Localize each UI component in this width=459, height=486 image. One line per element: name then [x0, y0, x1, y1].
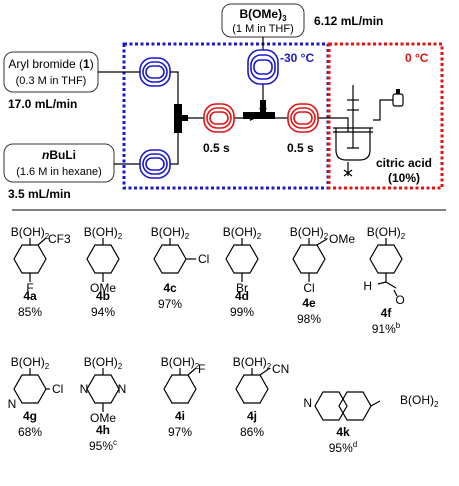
ring-4c — [153, 244, 187, 274]
substituent-label: OMe — [90, 411, 116, 425]
boronic-acid-label: B(OH)2 — [290, 225, 329, 241]
ring-4f — [369, 244, 403, 274]
substituent-label: Cl — [198, 252, 209, 266]
substituent-label: Cl — [52, 382, 63, 396]
compound-id: 4b — [96, 289, 110, 303]
reagent-nbuli: nBuLi (1.6 M in hexane) — [3, 143, 115, 183]
substituent-label: Cl — [303, 281, 314, 295]
ring-4i — [163, 374, 197, 404]
quench-zone-label: 0 °C — [405, 51, 429, 65]
compound-yield: 85% — [18, 305, 42, 319]
svg-text:(1.6 M in hexane): (1.6 M in hexane) — [16, 166, 102, 178]
compound-yield: 91%b — [372, 321, 401, 336]
compound-yield: 95%d — [329, 440, 357, 455]
mixer-2 — [243, 112, 275, 119]
ring-4k-b — [338, 391, 372, 421]
boronic-acid-label: B(OH)2 — [84, 225, 123, 241]
boronic-acid-label: B(OH)2 — [11, 225, 50, 241]
compound-yield: 97% — [168, 425, 192, 439]
reagent-aryl-bromide: Aryl bromide (1) (0.3 M in THF) — [3, 51, 99, 93]
yield-footnote: d — [353, 440, 357, 449]
ring-4h — [86, 374, 120, 404]
quench-flask — [333, 85, 396, 177]
residence-coil-1 — [203, 103, 235, 133]
boronic-acid-label: B(OH)2 — [84, 355, 123, 371]
substituent-label: N — [80, 382, 89, 396]
boronic-acid-label: B(OH)2 — [223, 225, 262, 241]
compound-yield: 94% — [91, 305, 115, 319]
cold-zone-label: -30 °C — [280, 51, 314, 65]
compound-id: 4d — [235, 289, 249, 303]
ring-4g — [13, 374, 47, 404]
residence-time-1: 0.5 s — [203, 141, 230, 155]
svg-text:Aryl bromide (1): Aryl bromide (1) — [8, 57, 93, 71]
coil-borate — [247, 49, 279, 85]
ring-4e — [292, 244, 326, 274]
product-labels: B(OH)2CF3F4a85%B(OH)2OMe4b94%B(OH)2Cl4c9… — [8, 225, 439, 455]
compound-id: 4c — [163, 281, 177, 295]
compound-yield: 99% — [230, 305, 254, 319]
svg-text:B(OMe)3: B(OMe)3 — [239, 7, 287, 23]
mixer-1-outlet — [178, 115, 188, 121]
boronic-acid-label: B(OH)2 — [400, 393, 439, 409]
compound-yield: 98% — [297, 312, 321, 326]
boronic-acid-label: B(OH)2 — [151, 225, 190, 241]
mixer-2-inlet — [260, 100, 266, 114]
quench-label-line2: (10%) — [388, 171, 420, 185]
substituent-label: O — [395, 293, 404, 307]
boronic-acid-label: B(OH)2 — [367, 225, 406, 241]
substituent-label: F — [26, 281, 33, 295]
compound-id: 4i — [175, 409, 185, 423]
compound-id: 4f — [381, 306, 393, 320]
yield-footnote: b — [396, 321, 401, 330]
compound-id: 4e — [302, 296, 316, 310]
substituent-label: CF3 — [48, 232, 71, 246]
compound-yield: 86% — [240, 425, 264, 439]
compound-yield: 95%c — [89, 438, 117, 453]
ring-4b — [86, 244, 120, 274]
product-structures — [13, 237, 403, 421]
boronic-acid-label: B(OH)2 — [161, 355, 200, 371]
ring-4j — [235, 374, 269, 404]
substituent-label: F — [198, 362, 205, 376]
svg-text:nBuLi: nBuLi — [42, 148, 76, 162]
substituent-label: OMe — [329, 232, 355, 246]
coil-nbuli — [139, 149, 171, 179]
ring-4k-a — [314, 391, 348, 421]
boronic-acid-label: B(OH)2 — [233, 355, 272, 371]
substituent-label: N — [303, 396, 312, 410]
reagent-trimethyl-borate: B(OMe)3 (1 M in THF) — [221, 3, 305, 38]
aryl-flow-rate: 17.0 mL/min — [8, 97, 77, 111]
nbuli-flow-rate: 3.5 mL/min — [8, 187, 71, 201]
residence-coil-2 — [287, 103, 319, 133]
substituent-label: N — [8, 397, 17, 411]
coil-aryl — [139, 57, 171, 87]
boronic-acid-label: B(OH)2 — [11, 355, 50, 371]
residence-time-2: 0.5 s — [287, 141, 314, 155]
substituent-label: CN — [272, 362, 289, 376]
quench-label-line1: citric acid — [376, 156, 432, 170]
substituent-label: Br — [236, 281, 248, 295]
substituent-label: OMe — [90, 281, 116, 295]
yield-footnote: c — [113, 438, 117, 447]
gas-cylinder — [392, 93, 404, 107]
compound-id: 4k — [336, 425, 350, 439]
substituent-label: H — [363, 279, 372, 293]
ring-4a — [13, 244, 47, 274]
borate-flow-rate: 6.12 mL/min — [314, 14, 383, 28]
compound-id: 4g — [23, 409, 37, 423]
compound-yield: 68% — [18, 425, 42, 439]
quench-zone-box — [327, 42, 444, 190]
gas-cylinder-cap — [396, 89, 400, 94]
svg-text:(0.3 M in THF): (0.3 M in THF) — [16, 75, 87, 87]
compound-yield: 97% — [158, 297, 182, 311]
ring-4d — [225, 244, 259, 274]
svg-text:(1 M in THF): (1 M in THF) — [232, 23, 294, 35]
compound-id: 4h — [96, 423, 110, 437]
compound-id: 4j — [247, 409, 257, 423]
compound-id: 4a — [23, 289, 37, 303]
substituent-label: N — [118, 382, 127, 396]
